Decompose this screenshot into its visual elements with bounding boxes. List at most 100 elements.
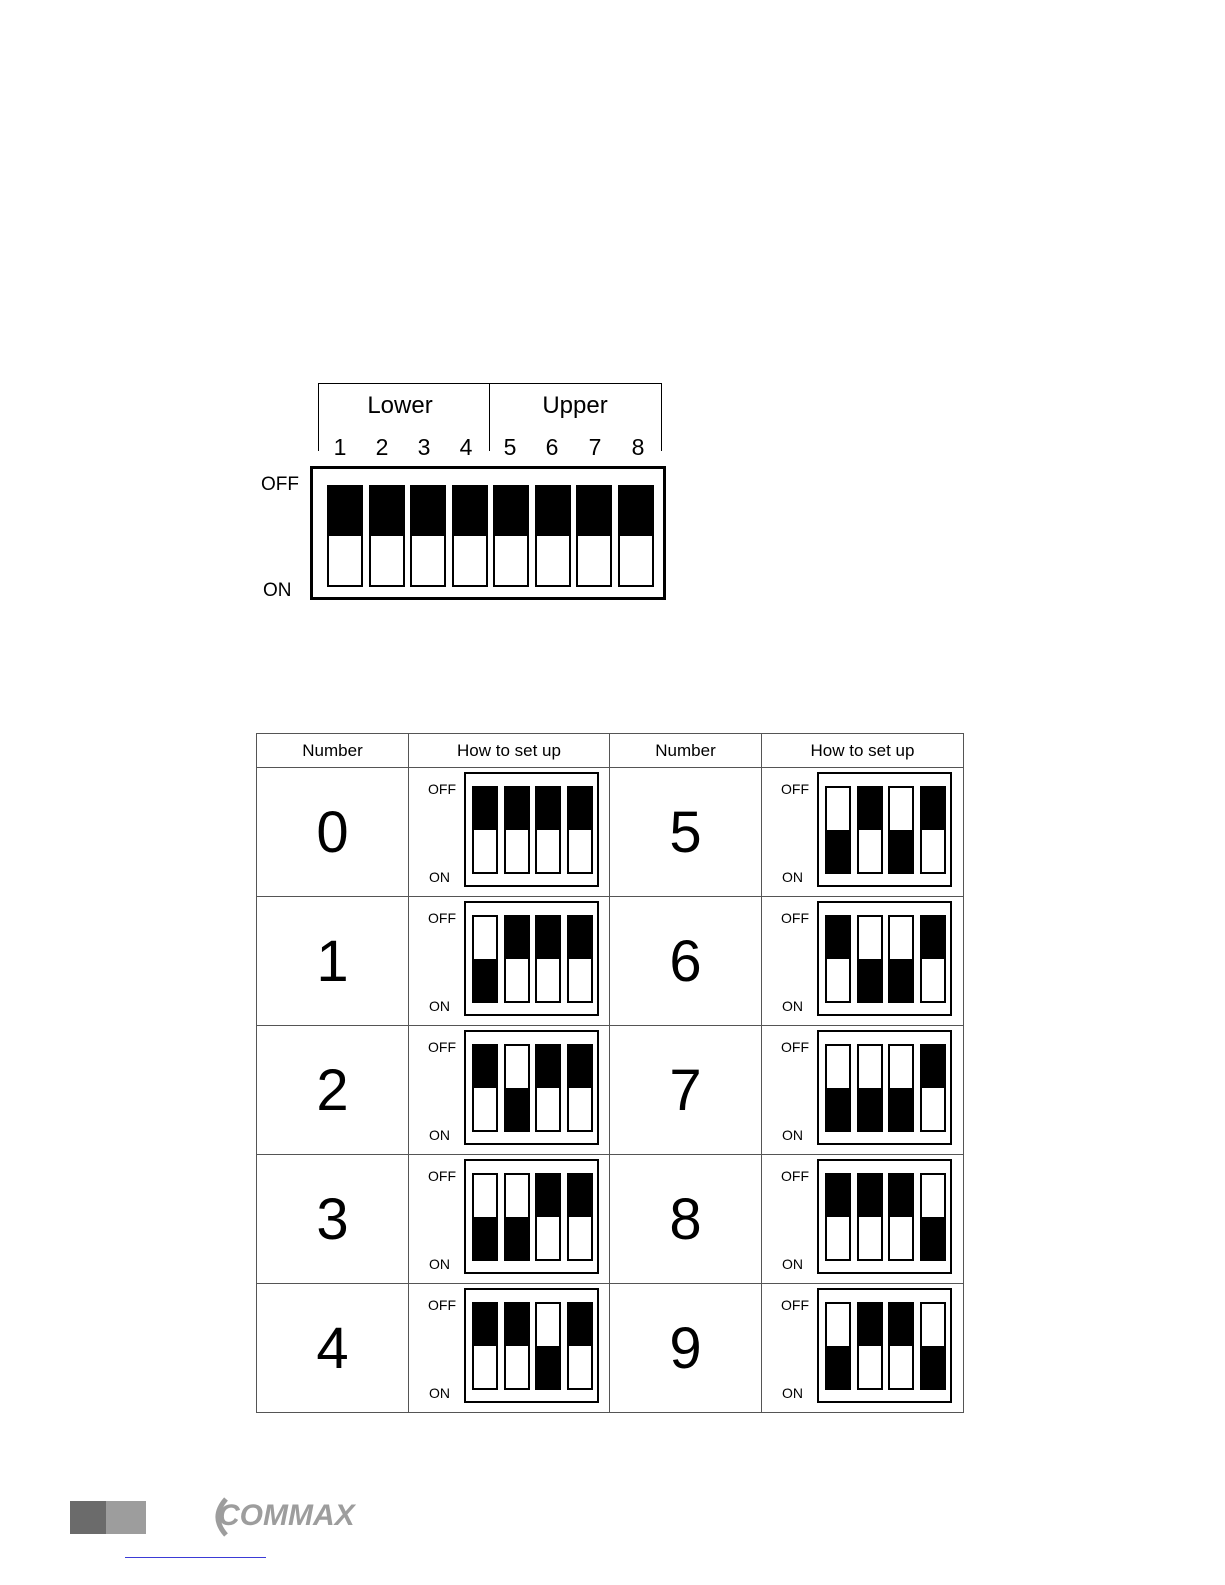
switch-knob [537,917,559,959]
dip-switch-4[interactable] [452,485,488,587]
switch-knob [537,487,569,536]
switch-knob [890,959,912,1001]
dip-switch-body [817,901,952,1016]
logo-block-light [106,1501,146,1534]
on-label: ON [429,1256,450,1272]
off-label: OFF [261,474,299,496]
footer-link-underline[interactable] [125,1557,266,1558]
dip-switch-2[interactable] [857,1044,883,1132]
switch-knob [412,487,444,536]
dip-switch-3[interactable] [888,1173,914,1261]
dip-switch-1[interactable] [825,1044,851,1132]
logo-block-dark [70,1501,106,1534]
dip-setting-2: OFFON [409,1026,609,1154]
dip-switch-3[interactable] [535,1173,561,1261]
switch-knob [578,487,610,536]
dip-switch-7[interactable] [576,485,612,587]
on-label: ON [429,869,450,885]
on-label: ON [782,1127,803,1143]
dip-switch-6[interactable] [535,485,571,587]
setup-cell: OFFON [409,1026,610,1155]
dip-switch-4[interactable] [920,1302,946,1390]
dip-switch-4[interactable] [567,1173,593,1261]
dip-switch-1[interactable] [825,1173,851,1261]
number-value: 4 [257,1284,409,1413]
switch-knob [474,1217,496,1259]
dip-switch-3[interactable] [535,1302,561,1390]
dip-switch-3[interactable] [888,915,914,1003]
switch-position-1: 1 [325,434,355,461]
dip-switch-4[interactable] [567,1302,593,1390]
dip-switch-2[interactable] [857,915,883,1003]
switch-knob [329,487,361,536]
dip-switch-3[interactable] [888,1044,914,1132]
dip-switch-2[interactable] [857,1302,883,1390]
dip-switch-1[interactable] [825,786,851,874]
dip-switch-2[interactable] [504,1173,530,1261]
dip-switch-1[interactable] [327,485,363,587]
dip-switch-2[interactable] [369,485,405,587]
switch-knob [922,1217,944,1259]
dip-switch-2[interactable] [857,786,883,874]
dip-switch-4[interactable] [567,1044,593,1132]
dip-switch-1[interactable] [472,915,498,1003]
setup-cell: OFFON [762,768,964,897]
dip-switch-3[interactable] [535,915,561,1003]
switch-knob [537,1346,559,1388]
dip-switch-2[interactable] [857,1173,883,1261]
dip-switch-1[interactable] [472,1302,498,1390]
table-row: 0OFFON5OFFON [257,768,964,897]
switch-knob [474,1304,496,1346]
dip-switch-4[interactable] [567,786,593,874]
dip-switch-body [817,1030,952,1145]
dip-switch-4[interactable] [920,1173,946,1261]
dip-switch-2[interactable] [504,1302,530,1390]
dip-switch-2[interactable] [504,915,530,1003]
upper-group-label: Upper [515,392,635,420]
switch-knob [827,830,849,872]
on-label: ON [429,998,450,1014]
on-label: ON [429,1385,450,1401]
dip-switch-3[interactable] [888,786,914,874]
on-label: ON [263,580,292,602]
on-label: ON [782,998,803,1014]
dip-switch-3[interactable] [535,1044,561,1132]
dip-switch-8[interactable] [618,485,654,587]
dip-switch-1[interactable] [472,1173,498,1261]
switch-knob [890,1088,912,1130]
dip-switch-3[interactable] [888,1302,914,1390]
switch-knob [569,1175,591,1217]
table-header-row: Number How to set up Number How to set u… [257,734,964,768]
dip-switch-1[interactable] [825,915,851,1003]
dip-switch-3[interactable] [535,786,561,874]
switch-position-3: 3 [409,434,439,461]
number-value: 2 [257,1026,409,1155]
dip-switch-3[interactable] [410,485,446,587]
dip-switch-1[interactable] [825,1302,851,1390]
dip-switch-1[interactable] [472,786,498,874]
switch-knob [537,788,559,830]
dip-switch-2[interactable] [504,1044,530,1132]
off-label: OFF [781,781,809,797]
switch-position-7: 7 [580,434,610,461]
off-label: OFF [781,1039,809,1055]
dip-switch-4[interactable] [920,786,946,874]
number-value: 3 [257,1155,409,1284]
dip-switch-4[interactable] [567,915,593,1003]
dip-switch-4[interactable] [920,1044,946,1132]
switch-knob [922,1046,944,1088]
on-label: ON [782,1385,803,1401]
switch-knob [454,487,486,536]
dip-switch-1[interactable] [472,1044,498,1132]
dip-switch-5[interactable] [493,485,529,587]
dip-switch-2[interactable] [504,786,530,874]
dip-switch-4[interactable] [920,915,946,1003]
